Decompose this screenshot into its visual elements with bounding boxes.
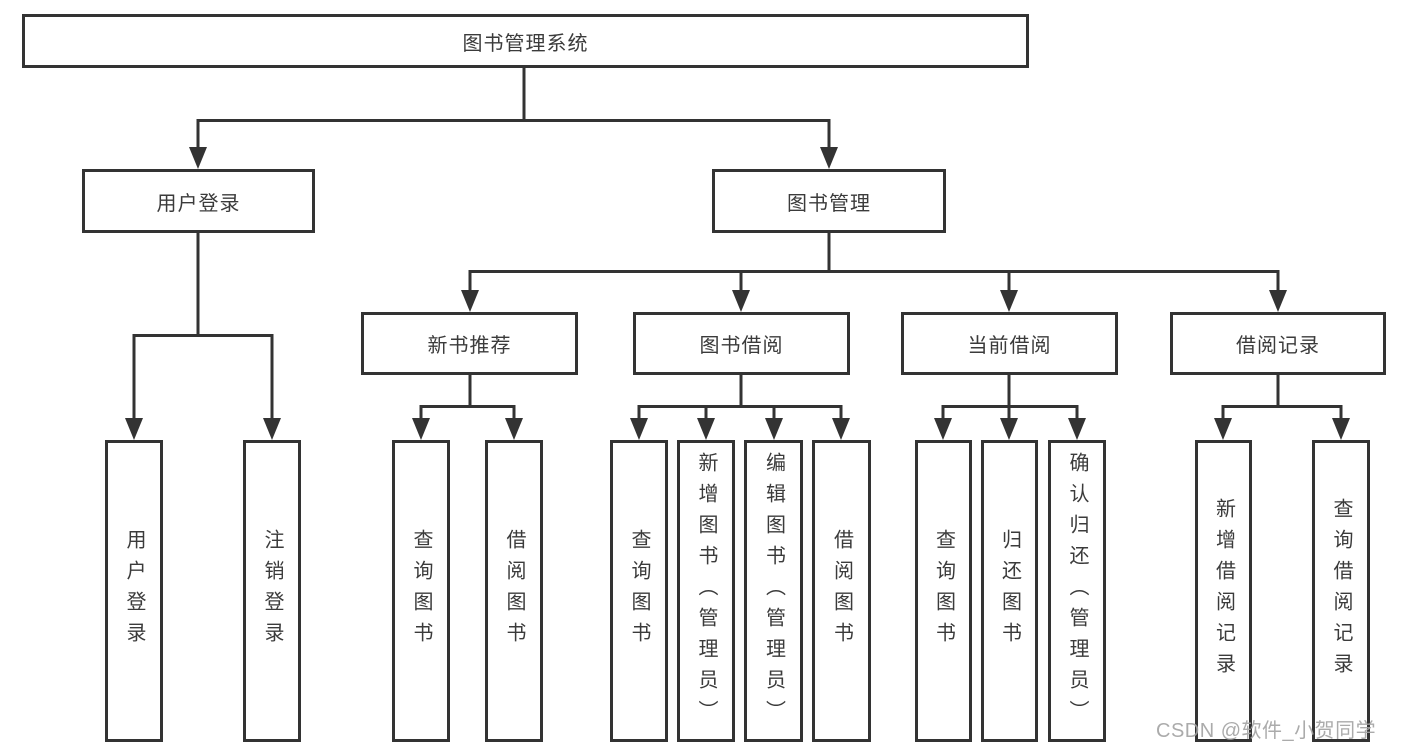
node-leaf-return-books: 归还图书 — [981, 440, 1038, 742]
node-current-borrowing: 当前借阅 — [901, 312, 1118, 375]
node-leaf-add-borrow-record: 新增借阅记录 — [1195, 440, 1252, 742]
node-user-login: 用户登录 — [82, 169, 315, 233]
node-borrowing-records: 借阅记录 — [1170, 312, 1386, 375]
node-new-book-recommend: 新书推荐 — [361, 312, 578, 375]
node-leaf-borrow-books-borrowing: 借阅图书 — [812, 440, 871, 742]
watermark: CSDN @软件_小贺同学 — [1156, 720, 1377, 742]
node-leaf-query-books-borrowing: 查询图书 — [610, 440, 668, 742]
node-book-borrowing: 图书借阅 — [633, 312, 850, 375]
node-leaf-confirm-return-admin: 确认归还（管理员） — [1048, 440, 1106, 742]
node-leaf-query-books-current: 查询图书 — [915, 440, 972, 742]
node-leaf-borrow-books-recommend: 借阅图书 — [485, 440, 543, 742]
node-root-library-system: 图书管理系统 — [22, 14, 1029, 68]
node-leaf-user-login: 用户登录 — [105, 440, 163, 742]
node-leaf-query-books-recommend: 查询图书 — [392, 440, 450, 742]
node-leaf-add-books-admin: 新增图书（管理员） — [677, 440, 735, 742]
node-leaf-query-borrow-record: 查询借阅记录 — [1312, 440, 1370, 742]
node-book-management: 图书管理 — [712, 169, 946, 233]
node-leaf-logout: 注销登录 — [243, 440, 301, 742]
node-leaf-edit-books-admin: 编辑图书（管理员） — [744, 440, 803, 742]
